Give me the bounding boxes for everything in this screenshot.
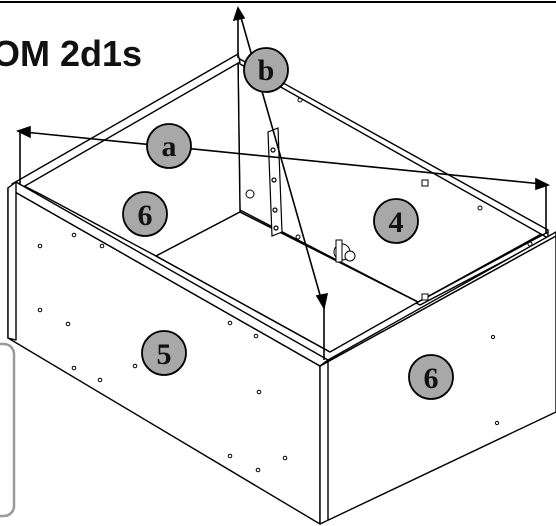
inset-box (0, 342, 16, 518)
label-part-6-right: 6 (408, 354, 454, 400)
drawer-box (7, 53, 556, 525)
label-circle (408, 354, 454, 400)
cam-lock-fitting (333, 239, 356, 263)
rail-screw (273, 225, 279, 231)
hole (37, 307, 43, 313)
bottom-front-edge (155, 255, 331, 353)
label-part-6-left: 6 (122, 191, 168, 237)
rail-screw (271, 177, 277, 183)
hole (227, 320, 233, 326)
diagonal-a-arrow-start (15, 125, 31, 139)
diagram-title: OM 2d1s (0, 33, 142, 74)
part-6-right-text: 6 (424, 362, 439, 395)
hole (477, 205, 483, 211)
rail-screw (272, 207, 278, 213)
hole (65, 321, 71, 327)
label-b: b (243, 47, 289, 93)
hole (282, 455, 288, 461)
front-panel-holes (37, 232, 288, 473)
hole (494, 420, 500, 426)
label-b-text: b (258, 54, 275, 87)
back-bottom-right-edge (417, 231, 549, 303)
drawer-rail (267, 127, 283, 237)
cam-lock-head (344, 250, 356, 262)
right-side-panel-top (319, 231, 556, 367)
hole (490, 334, 496, 340)
diagonal-b-arrow-start (232, 6, 246, 22)
hole (71, 232, 77, 238)
label-a: a (146, 123, 192, 169)
hole (295, 234, 301, 240)
hole (227, 453, 233, 459)
label-circle (122, 191, 168, 237)
hole (297, 97, 303, 103)
bottom-back-edge (239, 211, 419, 303)
front-panel-left-edge (7, 181, 17, 341)
hole (245, 189, 255, 199)
part-5-text: 5 (157, 338, 172, 371)
hole (71, 365, 77, 371)
back-panel-clips (333, 179, 429, 301)
hole (132, 363, 138, 369)
clip (421, 179, 429, 187)
hole (256, 389, 262, 395)
hole (527, 241, 533, 247)
label-circle (243, 47, 289, 93)
label-circle (146, 123, 192, 169)
hole (255, 467, 261, 473)
hole (37, 243, 43, 249)
rail-screw (270, 147, 276, 153)
label-part-4: 4 (373, 198, 419, 244)
diagonal-a-arrow-end (535, 177, 551, 191)
measure-lines (15, 6, 551, 360)
label-circle (141, 330, 187, 376)
hole (99, 243, 105, 249)
hole (253, 333, 259, 339)
clip (421, 293, 429, 301)
diagonal-a-line (23, 131, 543, 185)
cam-lock-bolt (335, 239, 343, 263)
label-part-5: 5 (141, 330, 187, 376)
part-6-left-text: 6 (138, 199, 153, 232)
part-4-text: 4 (389, 206, 404, 239)
label-circle (373, 198, 419, 244)
hole (97, 377, 103, 383)
back-panel-holes (245, 97, 533, 426)
label-a-text: a (162, 130, 177, 163)
